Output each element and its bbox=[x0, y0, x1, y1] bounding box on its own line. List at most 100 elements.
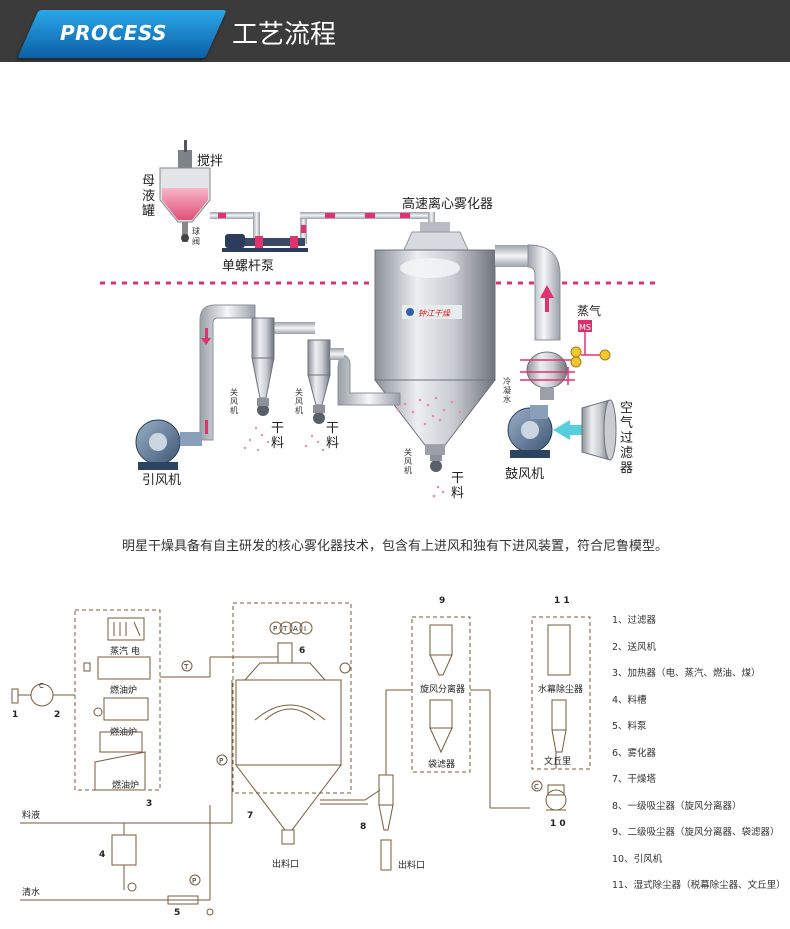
num-8: 8 bbox=[360, 822, 366, 832]
tower-box bbox=[232, 602, 352, 794]
air-arrow bbox=[553, 420, 570, 440]
num-3: 3 bbox=[146, 799, 152, 809]
ball-valve-label-1: 球 bbox=[192, 226, 200, 236]
damper-1-label-1: 关 bbox=[230, 387, 238, 397]
legend-item: 10、引风机 bbox=[612, 853, 663, 865]
damper-3-label-1: 关 bbox=[404, 447, 412, 457]
current-mark-2: C bbox=[534, 783, 539, 791]
heater-box bbox=[74, 609, 161, 791]
legend-item: 6、雾化器 bbox=[612, 747, 657, 759]
num-10: 1 0 bbox=[550, 819, 566, 829]
dry-2-label-2: 料 bbox=[326, 436, 339, 451]
ms-box bbox=[578, 320, 592, 332]
section-header: PROCESS 工艺流程 bbox=[0, 0, 790, 62]
legend-item: 1、过滤器 bbox=[612, 615, 657, 626]
num-2: 2 bbox=[54, 710, 60, 720]
dry-1-label-2: 料 bbox=[271, 436, 284, 451]
legend-item: 4、料槽 bbox=[612, 694, 647, 706]
damper-1-label-2: 风 bbox=[230, 397, 238, 406]
legend-item: 5、料泵 bbox=[612, 721, 647, 732]
blower-label: 鼓风机 bbox=[505, 467, 544, 482]
stir-label: 搅拌 bbox=[197, 153, 223, 169]
hot-air-duct bbox=[495, 244, 561, 341]
air-filter-label-2: 气 bbox=[620, 415, 633, 431]
venturi-label: 文丘里 bbox=[544, 755, 571, 767]
process-badge-label: PROCESS bbox=[60, 21, 167, 45]
dry-1-label-1: 干 bbox=[271, 421, 284, 436]
cyclone-2 bbox=[307, 339, 344, 424]
svg-text:钟江干燥: 钟江干燥 bbox=[418, 309, 451, 318]
process-schematic: 蒸汽 电 燃油炉 燃油炉 燃油炉 旋风分离器 袋滤器 水幕除尘器 文丘里 料液 … bbox=[11, 596, 591, 918]
damper-1-label-3: 机 bbox=[230, 405, 238, 415]
num-6: 6 bbox=[299, 646, 305, 656]
gauge-p: P bbox=[273, 625, 277, 633]
num-5: 5 bbox=[174, 908, 180, 918]
induced-fan-label: 引风机 bbox=[142, 473, 181, 488]
pressure-mark-1: P bbox=[219, 757, 223, 765]
num-11: 1 1 bbox=[554, 596, 570, 606]
oil-furnace-label-2: 燃油炉 bbox=[110, 726, 137, 738]
num-7: 7 bbox=[247, 811, 253, 821]
mother-tank bbox=[159, 140, 211, 242]
cooling-water-label-1: 冷 bbox=[503, 376, 511, 386]
damper-2-label-2: 风 bbox=[295, 397, 303, 406]
steam-elec-label: 蒸汽 电 bbox=[110, 645, 140, 657]
dry-3-label-1: 干 bbox=[451, 471, 464, 486]
damper-3-label-2: 风 bbox=[404, 457, 412, 466]
pressure-mark-2: P bbox=[192, 877, 196, 885]
oil-furnace-label-1: 燃油炉 bbox=[110, 684, 137, 696]
steam-valves bbox=[567, 332, 611, 385]
drying-tower: 钟江干燥 bbox=[373, 249, 497, 455]
mother-tank-label-3: 罐 bbox=[142, 204, 155, 219]
air-filter-label-3: 过 bbox=[620, 431, 633, 446]
atomizer bbox=[403, 222, 469, 251]
steam-label: 蒸气 bbox=[577, 303, 601, 318]
mother-tank-label-1: 母 bbox=[142, 174, 155, 189]
screw-pump-label: 单螺杆泵 bbox=[222, 259, 274, 274]
clean-water-label: 清水 bbox=[22, 886, 40, 898]
dry-3-label-2: 料 bbox=[451, 486, 464, 501]
screw-pump bbox=[222, 234, 308, 252]
tower-outlet-label: 出料口 bbox=[272, 858, 299, 870]
air-filter-label-5: 器 bbox=[620, 461, 633, 476]
num-1: 1 bbox=[12, 710, 18, 720]
cyclone-sep-label: 旋风分离器 bbox=[420, 683, 465, 695]
num-9: 9 bbox=[439, 596, 445, 606]
oil-furnace-label-3: 燃油炉 bbox=[112, 779, 139, 791]
cyclone-outlet-label: 出料口 bbox=[398, 859, 425, 871]
induced-fan bbox=[135, 419, 202, 470]
damper-3-label-3: 机 bbox=[404, 465, 412, 475]
scrubber-box bbox=[531, 616, 591, 770]
air-filter bbox=[581, 399, 617, 461]
atomizer-label: 高速离心雾化器 bbox=[402, 196, 493, 212]
temp-mark: T bbox=[183, 663, 189, 671]
cooling-water-label-2: 凝 bbox=[503, 385, 511, 395]
legend-item: 3、加热器（电、蒸汽、燃油、煤） bbox=[612, 668, 761, 679]
equipment-legend: 1、过滤器 2、送风机 3、加热器（电、蒸汽、燃油、煤） 4、料槽 5、料泵 6… bbox=[612, 614, 790, 906]
damper-2-label-3: 机 bbox=[295, 405, 303, 415]
ball-valve-label-2: 阀 bbox=[192, 237, 200, 246]
gauge-a: A bbox=[293, 625, 298, 633]
tower-discharge-valve bbox=[430, 455, 442, 472]
liquid-label: 料液 bbox=[22, 809, 40, 821]
water-curtain-label: 水幕除尘器 bbox=[538, 683, 583, 695]
exhaust-duct bbox=[199, 304, 401, 441]
bag-filter-label: 袋滤器 bbox=[428, 758, 455, 770]
spray-particles bbox=[396, 396, 462, 498]
dry-2-label-1: 干 bbox=[326, 421, 339, 436]
legend-item: 7、干燥塔 bbox=[612, 774, 657, 785]
gauge-t: T bbox=[282, 625, 288, 633]
num-4: 4 bbox=[99, 850, 105, 860]
cyclone-1 bbox=[251, 317, 275, 416]
spray-dryer-illustration: 搅拌 母 液 罐 球 阀 单螺杆泵 高速离心雾化器 钟江干燥 bbox=[100, 140, 660, 501]
legend-item: 11、湿式除尘器（税幕除尘器、文丘里） bbox=[612, 880, 786, 891]
legend-item: 8、一级吸尘器（旋风分离器） bbox=[612, 800, 742, 812]
blower bbox=[507, 405, 553, 458]
gauge-i: I bbox=[304, 625, 306, 633]
feed-pipe bbox=[210, 212, 435, 244]
caption-text: 明星干燥具备有自主研发的核心雾化器技术，包含有上进风和独有下进风装置，符合尼鲁模… bbox=[121, 539, 668, 554]
legend-item: 2、送风机 bbox=[612, 641, 657, 653]
damper-2-label-1: 关 bbox=[295, 387, 303, 397]
legend-item: 9、二级吸尘器（旋风分离器、袋滤器） bbox=[612, 827, 780, 838]
current-mark-1: C bbox=[39, 682, 44, 690]
